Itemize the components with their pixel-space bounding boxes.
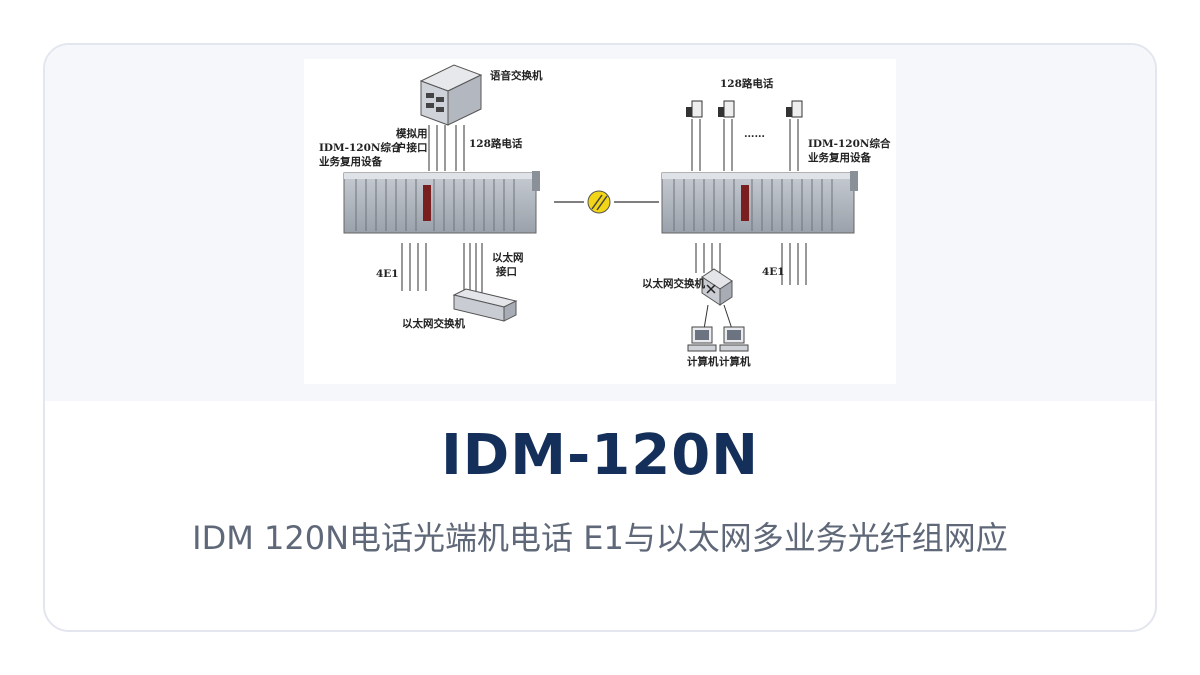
e1-lines-left	[401, 243, 427, 291]
voice-switch-icon	[419, 64, 483, 126]
ethernet-lines-right	[695, 243, 721, 273]
right-rack-device	[661, 171, 858, 234]
ethernet-switch-icon	[701, 268, 733, 306]
left-rack-device	[343, 171, 540, 234]
network-diagram: 语音交换机 模拟用 户接口 128路电话 IDM-120N综合 业务复用设备	[304, 59, 896, 384]
e1-lines-right	[781, 243, 807, 285]
ellipsis-label: ……	[744, 128, 765, 140]
ethernet-interface-label-1: 以太网	[492, 251, 524, 264]
computer-label-2: 计算机	[719, 355, 751, 368]
fiber-link	[554, 190, 659, 214]
ethernet-lines-left	[463, 243, 483, 295]
phone-lines	[691, 119, 799, 171]
voice-lines	[428, 125, 465, 171]
ethernet-switch-right-label: 以太网交换机	[642, 277, 705, 290]
ethernet-switch-left-label: 以太网交换机	[402, 317, 465, 330]
phone-icon	[686, 100, 703, 118]
device-left-label-1: IDM-120N综合	[319, 141, 402, 154]
phone-icon	[718, 100, 735, 118]
phones-right-label: 128路电话	[720, 77, 774, 90]
analog-user-label-2: 户接口	[395, 141, 428, 154]
diagram-svg: 语音交换机 模拟用 户接口 128路电话 IDM-120N综合 业务复用设备	[319, 64, 891, 368]
page-subtitle: IDM 120N电话光端机电话 E1与以太网多业务光纤组网应	[192, 519, 1008, 557]
ethernet-interface-label-2: 接口	[496, 265, 517, 278]
page-title: IDM-120N	[440, 423, 760, 488]
computer-label-1: 计算机	[687, 355, 719, 368]
device-right-label-2: 业务复用设备	[808, 151, 871, 164]
device-right-label-1: IDM-120N综合	[808, 137, 891, 150]
e1-left-label: 4E1	[376, 268, 399, 280]
analog-user-label-1: 模拟用	[396, 127, 428, 140]
phones-left-label: 128路电话	[469, 137, 523, 150]
computer-lines	[703, 304, 733, 330]
content-card: 语音交换机 模拟用 户接口 128路电话 IDM-120N综合 业务复用设备	[43, 43, 1157, 632]
device-left-label-2: 业务复用设备	[319, 155, 382, 168]
e1-right-label: 4E1	[762, 266, 785, 278]
image-area: 语音交换机 模拟用 户接口 128路电话 IDM-120N综合 业务复用设备	[45, 45, 1155, 401]
ethernet-switch-icon	[452, 288, 518, 322]
voice-switch-label: 语音交换机	[490, 69, 543, 82]
computer-icon	[719, 326, 749, 352]
phone-icon	[786, 100, 803, 118]
computer-icon	[687, 326, 717, 352]
